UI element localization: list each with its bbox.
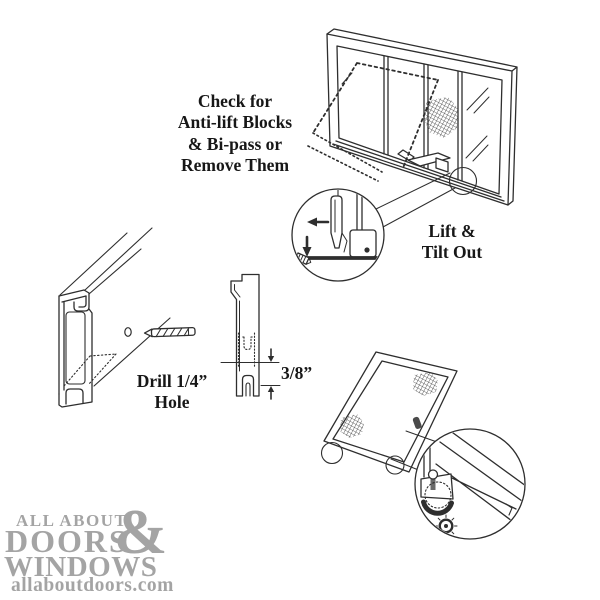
roller-housing — [349, 229, 377, 258]
pin-shaft — [430, 478, 436, 490]
arrow-left-icon — [307, 217, 330, 227]
anti-lift-clip — [330, 190, 348, 253]
arrow-up-icon — [267, 386, 275, 400]
screen-panel-illustration — [320, 351, 458, 475]
company-logo: ALL ABOUT & DOORS WINDOWS allaboutdoors.… — [0, 496, 185, 598]
inner-cavity — [65, 311, 86, 385]
bottom-feet — [58, 384, 93, 408]
hidden-roller-dotted-circle — [424, 481, 452, 509]
magnifier-cone-lines — [390, 430, 438, 472]
mesh-patch-2 — [340, 414, 364, 438]
hidden-clip-dotted — [237, 332, 256, 368]
measurement-3-8-label: 3/8” — [281, 363, 313, 383]
glass-shine-lines — [341, 72, 490, 162]
roller-right — [385, 455, 405, 475]
screw-icon — [434, 514, 458, 538]
corner-highlight-circle — [448, 166, 478, 196]
arrow-down-icon — [302, 235, 312, 257]
drill-hole-label: Drill 1/4” Hole — [136, 371, 208, 413]
housing-rivet — [364, 247, 370, 253]
drilled-hole — [124, 327, 132, 337]
frame-edge-lines — [356, 190, 363, 233]
logo-doors: DOORS — [5, 523, 129, 559]
anti-lift-bracket-illustration — [220, 273, 281, 400]
inset-circle-rim — [414, 428, 526, 540]
mesh-patch-1 — [413, 372, 438, 396]
channel-profile-illustration — [58, 227, 196, 408]
cap-edges — [58, 289, 87, 303]
rail-end-notch — [505, 503, 513, 516]
left-wall — [58, 295, 65, 395]
logo-all-about: ALL ABOUT — [16, 511, 128, 530]
logo-windows: WINDOWS — [4, 551, 158, 583]
inset-leader-lines — [375, 172, 456, 228]
pin-block — [420, 473, 454, 500]
latch-tab — [412, 416, 422, 429]
top-hook — [73, 289, 90, 312]
right-wall — [88, 308, 93, 386]
roller-detail-inset — [414, 428, 526, 540]
bottom-slot — [245, 382, 251, 397]
lift-tilt-out-label: Lift & Tilt Out — [421, 221, 483, 263]
arrow-down-icon — [267, 348, 275, 362]
sliding-window-illustration — [307, 28, 518, 228]
measurement-lines — [220, 362, 281, 386]
drill-bit-icon — [143, 326, 196, 338]
tilted-panel-dashed-outline — [307, 62, 439, 182]
screen-mesh-patch — [423, 97, 458, 138]
inset-circle-rim — [291, 188, 385, 282]
rail-edges — [435, 430, 524, 522]
roller-left — [320, 441, 344, 465]
latch-handle — [397, 149, 451, 173]
logo-website: allaboutdoors.com — [11, 575, 174, 596]
logo-ampersand: & — [114, 496, 168, 567]
roller-wheel — [421, 499, 454, 516]
frame-depth-edges — [326, 28, 518, 206]
frame-inner — [336, 45, 503, 195]
extrusion-lines — [59, 227, 171, 387]
hidden-dotted-lines — [63, 353, 117, 387]
sill-track-lines — [332, 140, 505, 202]
bracket-outline — [230, 273, 260, 397]
pin-ball-head — [427, 469, 439, 480]
lift-tilt-detail-inset — [291, 188, 385, 282]
check-anti-lift-instruction: Check for Anti-lift Blocks & Bi-pass or … — [177, 91, 293, 176]
